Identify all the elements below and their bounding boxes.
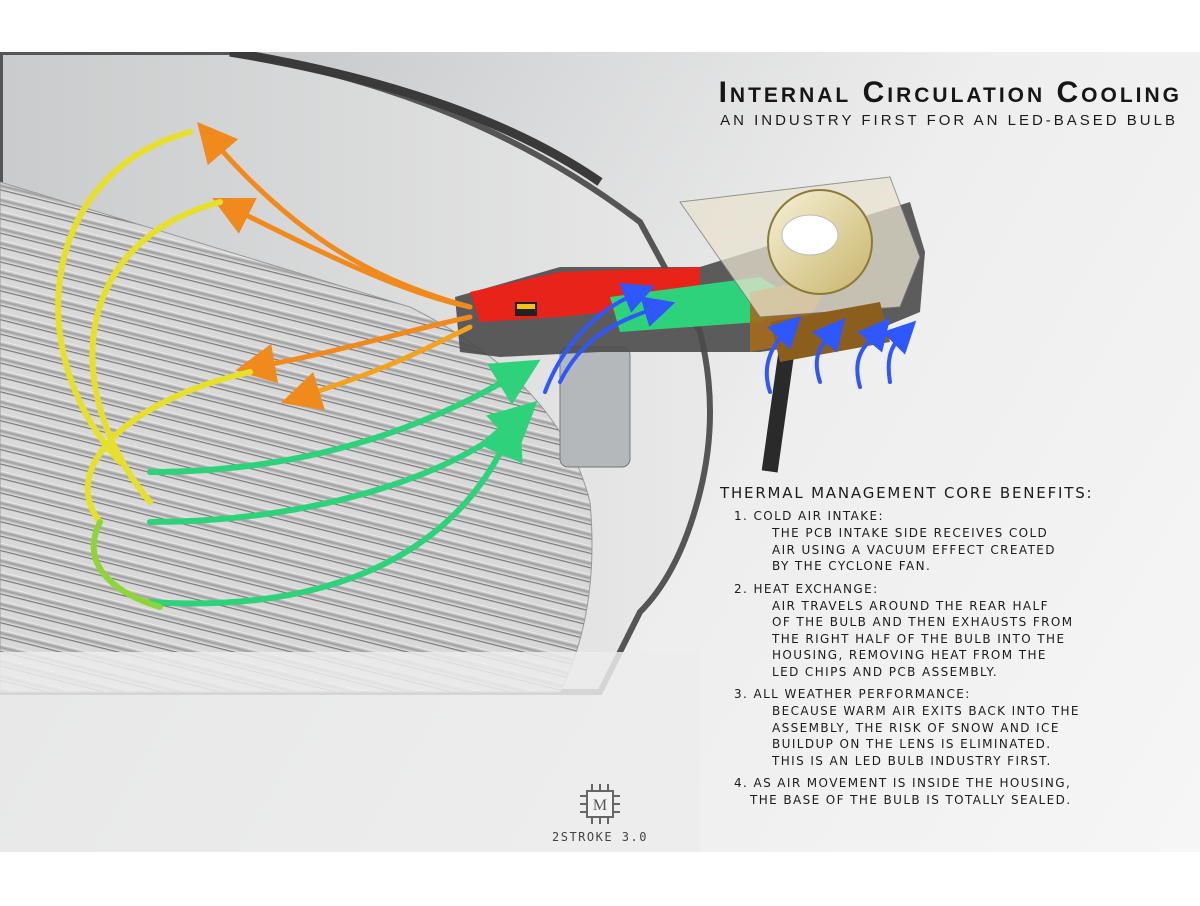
benefit-line: Air travels around the rear half	[772, 598, 1049, 613]
power-cable	[761, 351, 795, 473]
cool-air-return-arrows	[90, 359, 541, 610]
cold-air-intake-arrows	[543, 283, 917, 394]
benefit-line: assembly, the risk of snow and ice	[772, 720, 1060, 735]
benefits-heading: Thermal Management Core Benefits:	[720, 484, 1094, 502]
benefit-title: 1. Cold Air Intake:	[734, 509, 884, 523]
benefits-list: Thermal Management Core Benefits: 1. Col…	[720, 484, 1190, 808]
benefit-line: This is an LED bulb industry first.	[772, 753, 1052, 768]
benefit-item: 3. All Weather Performance: Because warm…	[734, 686, 1190, 769]
chip-logo-icon: M	[580, 784, 620, 824]
page-title: Internal Circulation Cooling	[718, 76, 1182, 109]
benefit-title: 2. Heat Exchange:	[734, 581, 879, 596]
benefit-line: housing, removing heat from the	[772, 648, 1047, 662]
benefit-line: The PCB intake side receives cold	[772, 526, 1049, 540]
benefit-item: 1. Cold Air Intake: The PCB intake side …	[734, 508, 1190, 575]
benefit-line: LED chips and PCB assembly.	[772, 664, 999, 679]
benefit-description: The PCB intake side receives cold air us…	[772, 525, 1190, 575]
benefit-line: the base of the bulb is totally sealed.	[750, 792, 1072, 807]
benefit-line: of the bulb and then exhausts from	[772, 615, 1074, 629]
benefit-description: Air travels around the rear half of the …	[772, 598, 1190, 681]
logo-caption: 2STROKE 3.0	[552, 830, 648, 844]
hot-air-exhaust-arrows	[55, 121, 473, 525]
illustration-panel: Internal Circulation Cooling an industry…	[0, 52, 1200, 852]
benefit-line: Because warm air exits back into the	[772, 704, 1080, 718]
benefit-item: 4. As air movement is inside the housing…	[734, 775, 1190, 808]
benefit-item: 2. Heat Exchange: Air travels around the…	[734, 581, 1190, 681]
benefit-line: buildup on the lens is eliminated.	[772, 737, 1052, 751]
cooling-diagram	[0, 52, 925, 852]
benefit-line: the right half of the bulb into the	[772, 631, 1066, 646]
benefit-description: Because warm air exits back into the ass…	[772, 703, 1190, 769]
brand-logo: M 2STROKE 3.0	[540, 782, 660, 844]
benefit-line: air using a vacuum effect created	[772, 542, 1056, 557]
benefit-title: 3. All Weather Performance:	[734, 687, 971, 701]
benefit-line: 4. As air movement is inside the housing…	[734, 776, 1072, 790]
page-subtitle: an industry first for an LED-based bulb	[720, 112, 1178, 129]
benefit-line: by the cyclone fan.	[772, 559, 932, 573]
reflector-rim	[229, 52, 603, 186]
logo-letter: M	[593, 797, 607, 814]
